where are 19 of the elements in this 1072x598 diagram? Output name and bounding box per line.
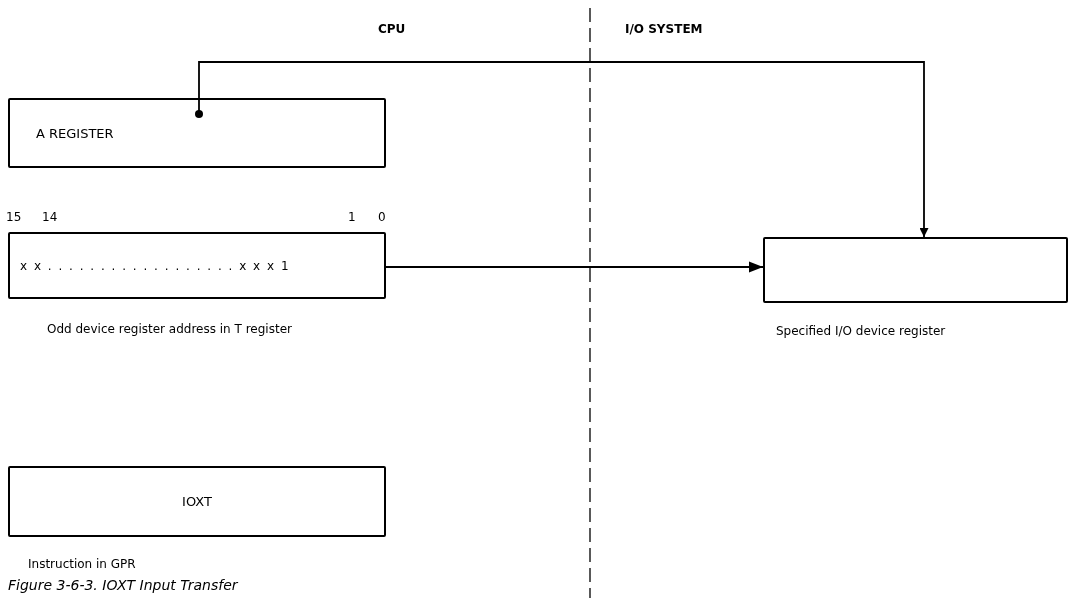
section-label: I/O SYSTEM: [625, 22, 703, 36]
bit-number: 1: [348, 210, 356, 224]
register-label: IOXT: [182, 494, 212, 509]
bit-pattern: x x . . . . . . . . . . . . . . . . . . x x x 1: [20, 258, 291, 273]
register-box: [763, 237, 1068, 303]
bit-number: 15: [6, 210, 22, 224]
arrow: [385, 261, 764, 273]
section-label: CPU: [378, 22, 406, 36]
bit-number: 0: [378, 210, 386, 224]
arrow: [195, 61, 929, 238]
register-caption: Specified I/O device register: [776, 324, 946, 338]
register-box: [8, 98, 386, 168]
figure-caption: Figure 3-6-3. IOXT Input Transfer: [8, 577, 238, 593]
register-label: A REGISTER: [36, 125, 114, 141]
register-caption: Odd device register address in T register: [47, 322, 292, 336]
register-box: [8, 466, 386, 537]
register-box: [8, 232, 386, 299]
bit-number: 14: [42, 210, 58, 224]
register-caption: Instruction in GPR: [28, 557, 136, 571]
